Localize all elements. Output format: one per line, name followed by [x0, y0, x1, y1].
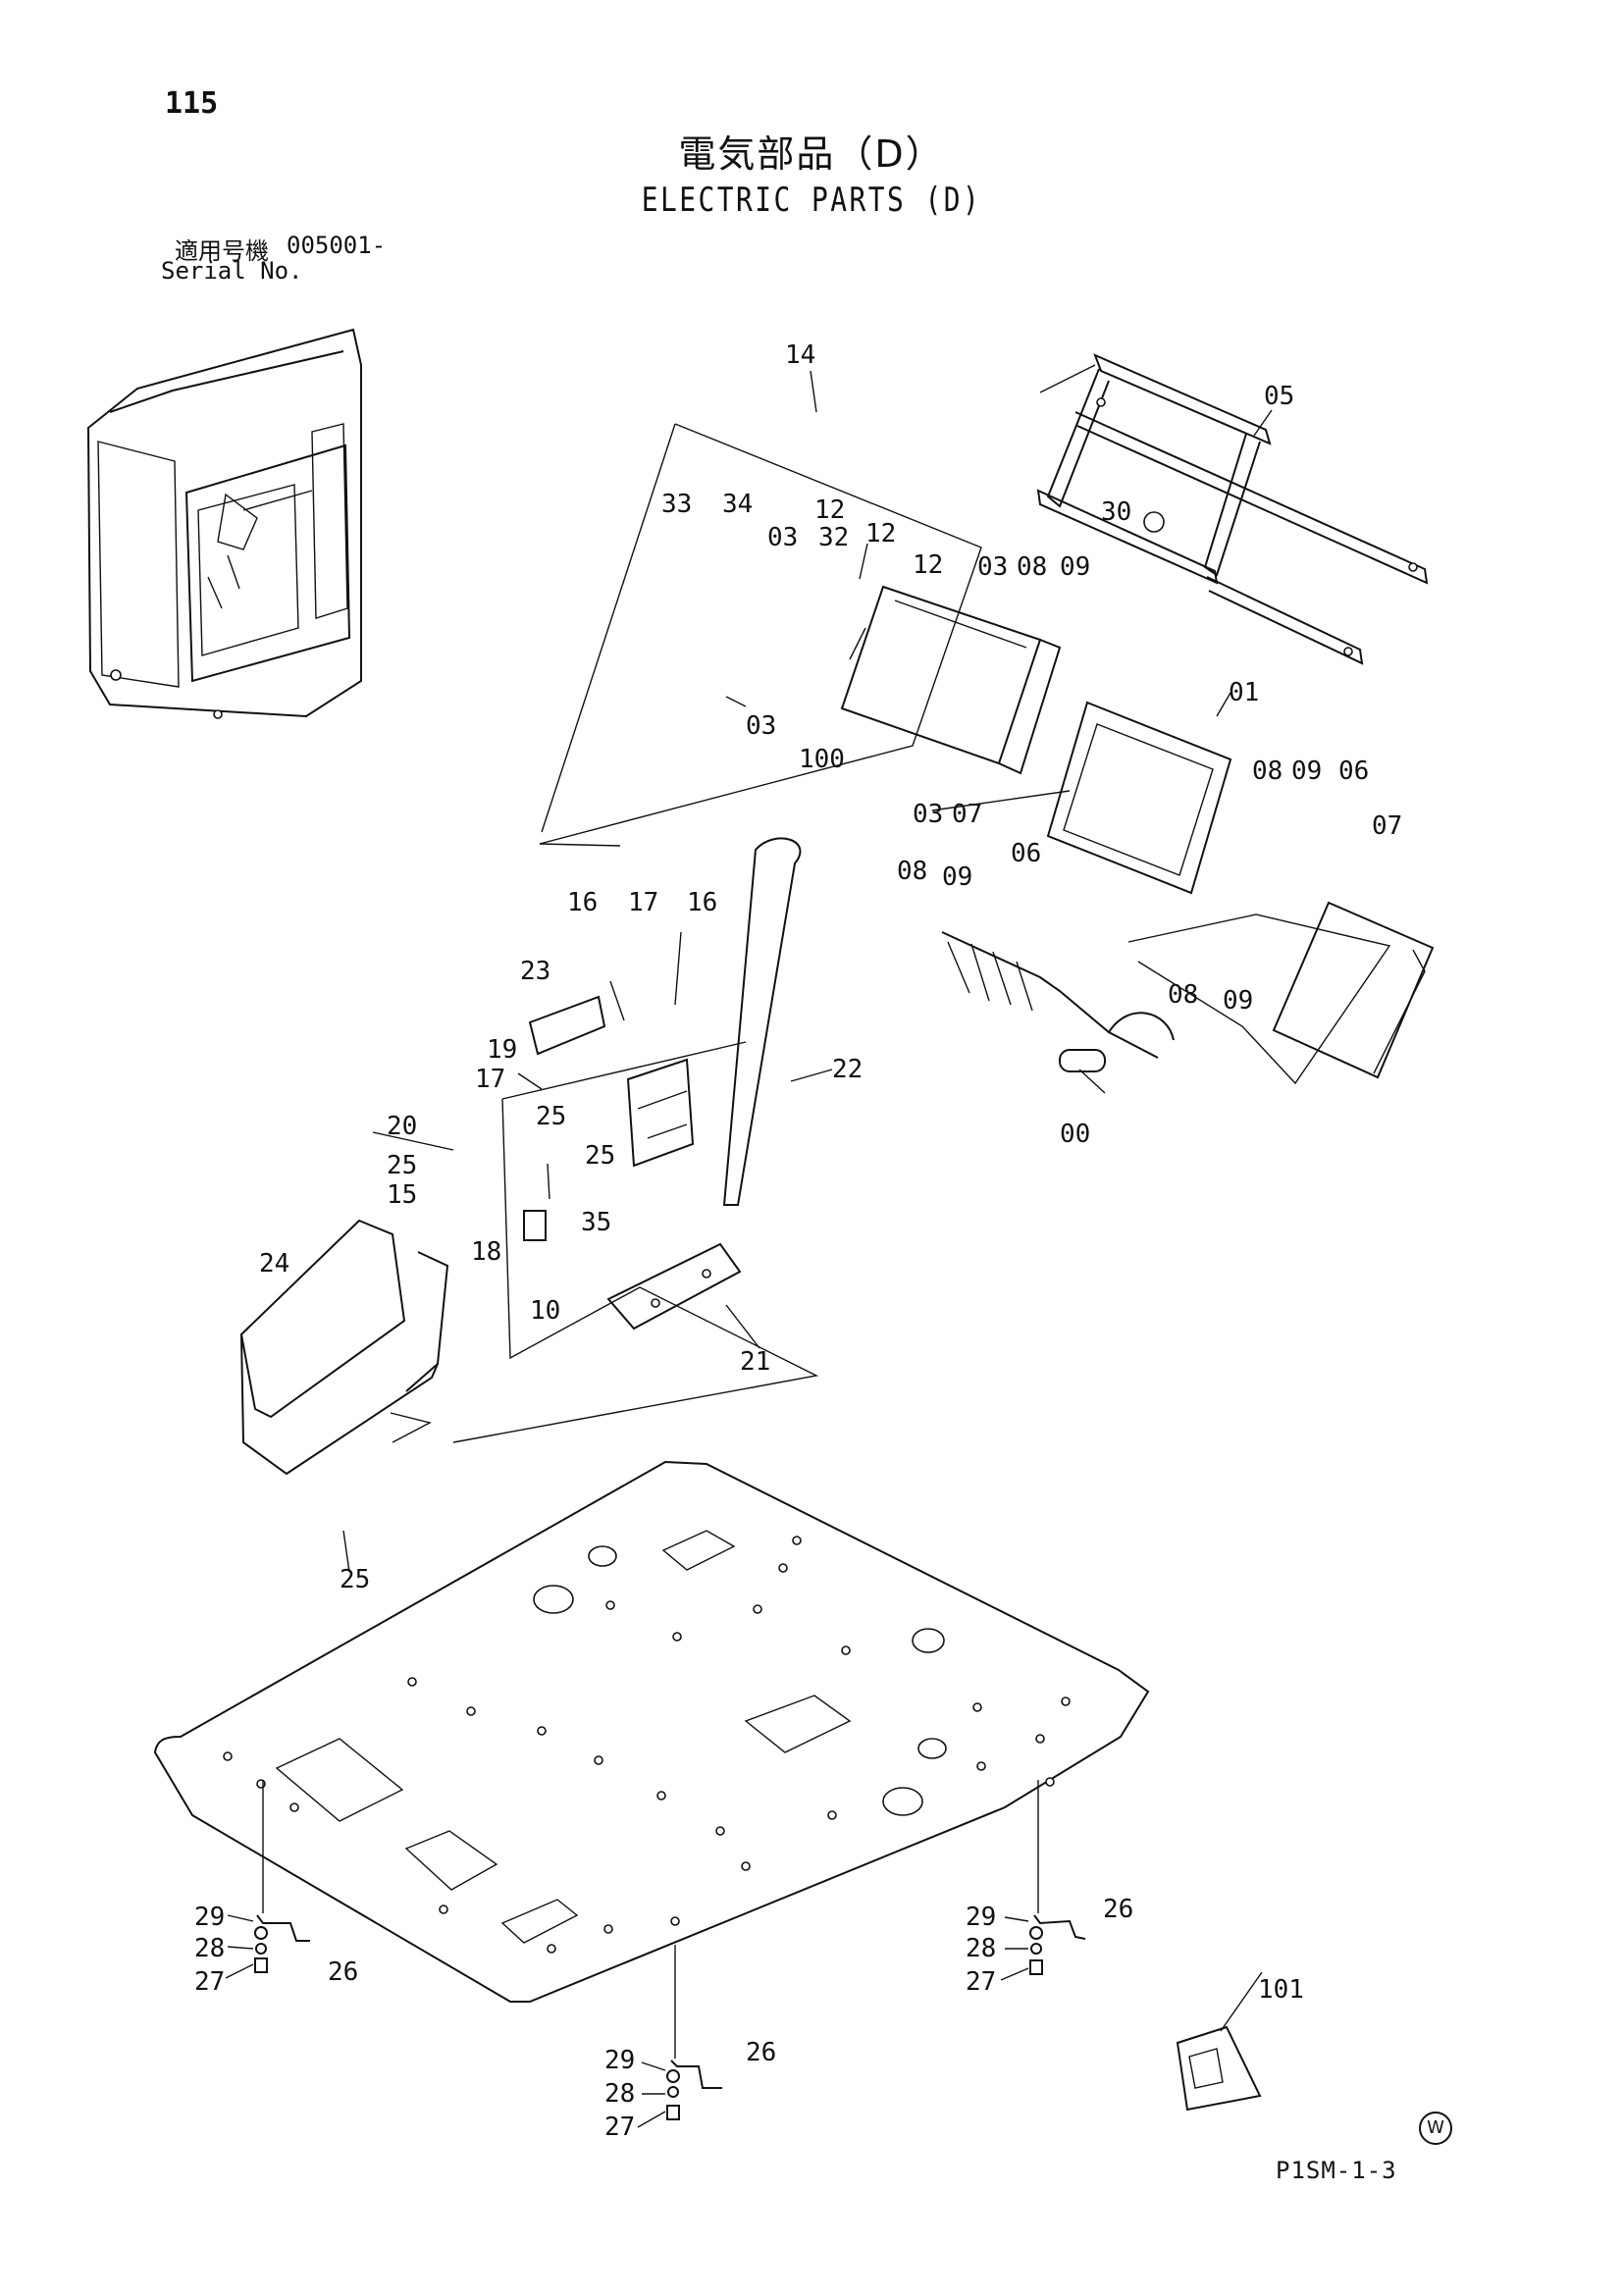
callout-28: 28 — [194, 1934, 225, 1963]
serial-label-english: Serial No. — [161, 257, 303, 285]
callout-22: 22 — [832, 1055, 863, 1084]
callout-35: 35 — [581, 1208, 611, 1237]
callout-18: 18 — [471, 1237, 501, 1267]
callout-34: 34 — [722, 490, 753, 519]
callout-00: 00 — [1060, 1120, 1090, 1149]
callout-27: 27 — [604, 2113, 635, 2142]
controller-unit-100 — [840, 585, 1062, 775]
callout-08: 08 — [1017, 552, 1047, 582]
callout-27: 27 — [194, 1967, 225, 1997]
relay-assembly — [523, 837, 802, 1241]
callout-33: 33 — [661, 490, 692, 519]
callout-09: 09 — [942, 862, 972, 892]
callout-03: 03 — [746, 711, 776, 741]
callout-25: 25 — [585, 1141, 615, 1171]
callout-29: 29 — [604, 2046, 635, 2075]
callout-14: 14 — [785, 340, 815, 370]
callout-07: 07 — [952, 800, 982, 829]
callout-25: 25 — [536, 1102, 566, 1131]
mounting-bracket-frame — [1036, 353, 1429, 665]
callout-28: 28 — [604, 2079, 635, 2109]
bracket-21 — [606, 1242, 742, 1331]
callout-29: 29 — [966, 1903, 996, 1932]
decal-101 — [1176, 1971, 1263, 2112]
callout-08: 08 — [1252, 757, 1283, 786]
callout-32: 32 — [818, 523, 849, 552]
callout-09: 09 — [1223, 986, 1253, 1016]
callout-25: 25 — [340, 1565, 370, 1594]
callout-26: 26 — [746, 2038, 776, 2067]
callout-28: 28 — [966, 1934, 996, 1963]
callout-08: 08 — [897, 857, 927, 886]
callout-12: 12 — [913, 550, 943, 580]
callout-15: 15 — [387, 1180, 417, 1210]
callout-23: 23 — [520, 957, 550, 986]
control-box-right — [1272, 901, 1435, 1079]
callout-30: 30 — [1101, 497, 1131, 527]
wire-harness-00 — [941, 931, 1175, 1072]
callout-25: 25 — [387, 1151, 417, 1180]
explosion-outline-lines — [452, 364, 1391, 1443]
callout-26: 26 — [1103, 1895, 1133, 1924]
callout-05: 05 — [1264, 382, 1294, 411]
ground-straps — [225, 1780, 1086, 2128]
callout-27: 27 — [966, 1967, 996, 1997]
w-mark-icon: W — [1419, 2112, 1452, 2145]
callout-09: 09 — [1060, 552, 1090, 582]
page-number: 115 — [165, 86, 219, 121]
bracket-24 — [239, 1219, 449, 1476]
callout-12: 12 — [814, 496, 845, 525]
floor-plate — [153, 1460, 1150, 2003]
callout-07: 07 — [1372, 811, 1402, 841]
callout-16: 16 — [567, 888, 598, 917]
callout-03: 03 — [913, 800, 943, 829]
callout-17: 17 — [628, 888, 658, 917]
page-code: P1SM-1-3 — [1276, 2157, 1397, 2184]
serial-number-value: 005001- — [287, 232, 387, 259]
title-english: ELECTRIC PARTS (D) — [641, 181, 982, 220]
serial-label-japanese: 適用号機 — [175, 237, 269, 265]
leader-lines — [342, 370, 1273, 1573]
callout-24: 24 — [259, 1249, 289, 1278]
callout-17: 17 — [475, 1065, 505, 1094]
cab-thumbnail — [86, 328, 362, 719]
callout-01: 01 — [1229, 678, 1259, 707]
callout-101: 101 — [1258, 1975, 1304, 2005]
controller-unit-01 — [1046, 701, 1232, 895]
callout-03: 03 — [767, 523, 798, 552]
callout-29: 29 — [194, 1903, 225, 1932]
callout-16: 16 — [687, 888, 717, 917]
callout-19: 19 — [487, 1035, 517, 1065]
callout-10: 10 — [530, 1296, 560, 1326]
title-japanese: 電気部品（D） — [678, 132, 945, 176]
callout-26: 26 — [328, 1957, 358, 1987]
callout-12: 12 — [865, 519, 896, 548]
callout-06: 06 — [1338, 757, 1369, 786]
callout-20: 20 — [387, 1112, 417, 1141]
callout-06: 06 — [1011, 839, 1041, 868]
callout-09: 09 — [1291, 757, 1322, 786]
callout-03: 03 — [977, 552, 1008, 582]
callout-21: 21 — [740, 1347, 770, 1377]
callout-08: 08 — [1168, 980, 1198, 1010]
part-callouts: 14 05 33 34 03 32 12 12 12 30 03 08 09 0… — [194, 340, 1402, 2142]
callout-100: 100 — [799, 745, 845, 774]
